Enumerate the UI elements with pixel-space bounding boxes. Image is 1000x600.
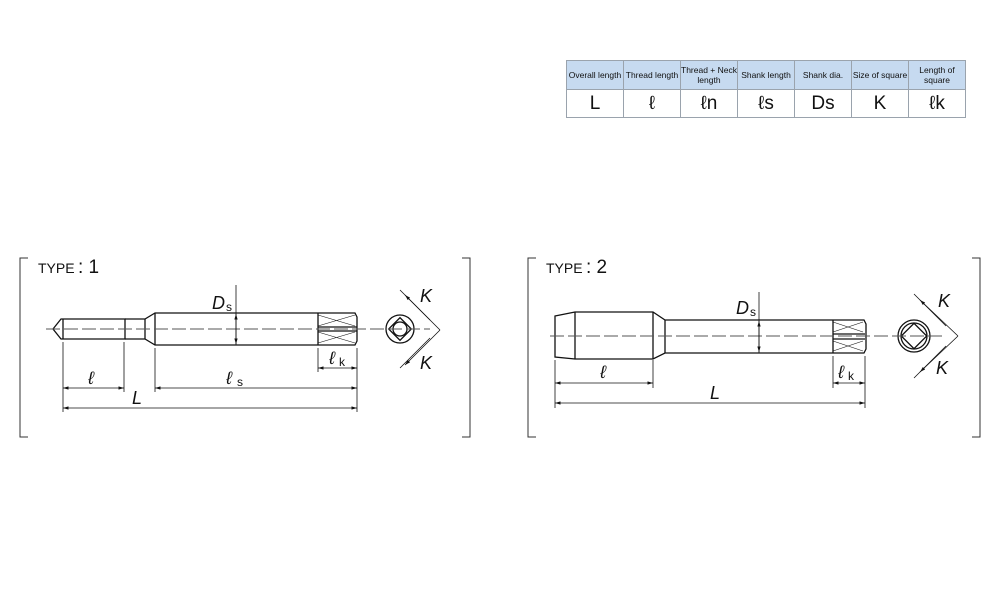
- type1-label: TYPE: [38, 260, 75, 276]
- type1-k-label-top: K: [420, 286, 433, 306]
- type1-drawing: TYPE : 1 D s ℓ ℓ s L ℓ k K K: [38, 257, 441, 412]
- type2-number: : 2: [586, 257, 607, 278]
- type2-k-label-top: K: [938, 291, 951, 311]
- symbol-cell: ℓk: [908, 89, 966, 118]
- symbol-cell: Ds: [794, 89, 852, 118]
- type1-ds-label: D: [212, 293, 225, 313]
- type2-lk-label: ℓ: [837, 362, 845, 382]
- header-cell: Thread + Neck length: [680, 60, 738, 90]
- type1-l-label: ℓ: [87, 368, 95, 388]
- frame-brackets: [19, 257, 981, 438]
- header-cell: Size of square: [851, 60, 909, 90]
- type1-L-label: L: [132, 388, 142, 408]
- table-symbol-row: L ℓ ℓn ℓs Ds K ℓk: [566, 89, 966, 118]
- type2-ds-label: D: [736, 298, 749, 318]
- header-cell: Overall length: [566, 60, 624, 90]
- type2-k-label-bottom: K: [936, 358, 949, 378]
- type1-number: : 1: [78, 257, 99, 278]
- table-header-row: Overall length Thread length Thread + Ne…: [566, 60, 966, 90]
- type2-l-label: ℓ: [599, 362, 607, 382]
- header-cell: Shank length: [737, 60, 795, 90]
- symbol-cell: ℓs: [737, 89, 795, 118]
- symbol-cell: ℓn: [680, 89, 738, 118]
- symbol-cell: ℓ: [623, 89, 681, 118]
- type1-k-label-bottom: K: [420, 353, 433, 373]
- type1-lk-label: ℓ: [328, 348, 336, 368]
- header-cell: Length of square: [908, 60, 966, 90]
- type2-ds-subscript: s: [750, 305, 756, 319]
- type1-ls-label: ℓ: [225, 368, 233, 388]
- dimension-legend-table: Overall length Thread length Thread + Ne…: [566, 60, 966, 118]
- symbol-cell: L: [566, 89, 624, 118]
- type2-drawing: TYPE : 2 D s ℓ L ℓ k K K: [546, 257, 959, 408]
- symbol-cell: K: [851, 89, 909, 118]
- type2-dimension-lines: [554, 292, 959, 408]
- type1-lk-subscript: k: [339, 355, 346, 369]
- type1-ds-subscript: s: [226, 300, 232, 314]
- type2-label: TYPE: [546, 260, 583, 276]
- header-cell: Shank dia.: [794, 60, 852, 90]
- type2-L-label: L: [710, 383, 720, 403]
- type1-dimension-lines: [62, 285, 441, 412]
- type2-lk-subscript: k: [848, 369, 855, 383]
- type1-ls-subscript: s: [237, 375, 243, 389]
